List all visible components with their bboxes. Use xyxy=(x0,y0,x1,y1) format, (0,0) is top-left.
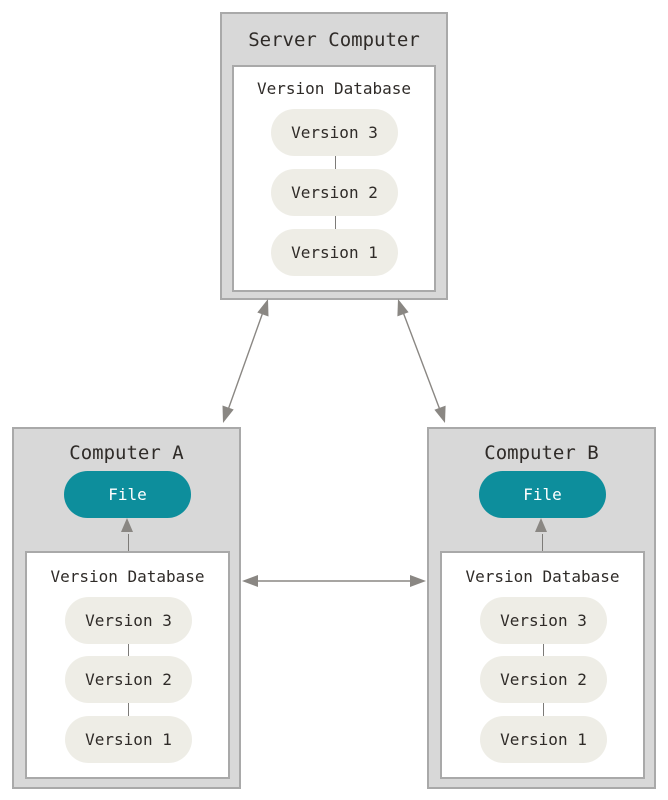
arrow-server-computer-b xyxy=(402,311,441,411)
arrowhead-server-a-bottom xyxy=(222,405,234,423)
computer-b-version-1: Version 1 xyxy=(480,716,607,763)
computer-a-title: Computer A xyxy=(69,442,184,464)
computer-a-box: Computer A File Version Database Version… xyxy=(12,427,241,789)
computer-b-database-title: Version Database xyxy=(465,567,620,586)
server-version-2: Version 2 xyxy=(271,169,398,216)
computer-b-version-3: Version 3 xyxy=(480,597,607,644)
arrowhead-ab-right xyxy=(410,575,426,587)
arrowhead-server-a-top xyxy=(257,299,269,317)
computer-b-version-database: Version Database Version 3 Version 2 Ver… xyxy=(440,551,645,779)
computer-a-version-database: Version Database Version 3 Version 2 Ver… xyxy=(25,551,230,779)
computer-b-file: File xyxy=(479,471,606,518)
server-version-database: Version Database Version 3 Version 2 Ver… xyxy=(232,65,436,292)
arrowhead-ab-left xyxy=(242,575,258,587)
computer-b-box: Computer B File Version Database Version… xyxy=(427,427,656,789)
server-version-3: Version 3 xyxy=(271,109,398,156)
server-version-1: Version 1 xyxy=(271,229,398,276)
computer-b-file-connector xyxy=(542,534,543,552)
computer-b-version-2: Version 2 xyxy=(480,656,607,703)
computer-a-file-connector xyxy=(128,534,129,552)
server-computer-box: Server Computer Version Database Version… xyxy=(220,12,448,300)
arrowhead-server-b-bottom xyxy=(434,405,446,423)
arrowhead-server-b-top xyxy=(397,299,409,317)
computer-a-database-title: Version Database xyxy=(50,567,205,586)
computer-b-title: Computer B xyxy=(484,442,599,464)
server-computer-title: Server Computer xyxy=(248,29,420,51)
arrow-server-computer-a xyxy=(227,311,264,411)
arrowhead-file-a xyxy=(121,518,133,532)
arrowhead-file-b xyxy=(535,518,547,532)
computer-a-version-2: Version 2 xyxy=(65,656,192,703)
server-database-title: Version Database xyxy=(256,79,412,98)
computer-a-version-3: Version 3 xyxy=(65,597,192,644)
computer-a-file: File xyxy=(64,471,191,518)
computer-a-version-1: Version 1 xyxy=(65,716,192,763)
